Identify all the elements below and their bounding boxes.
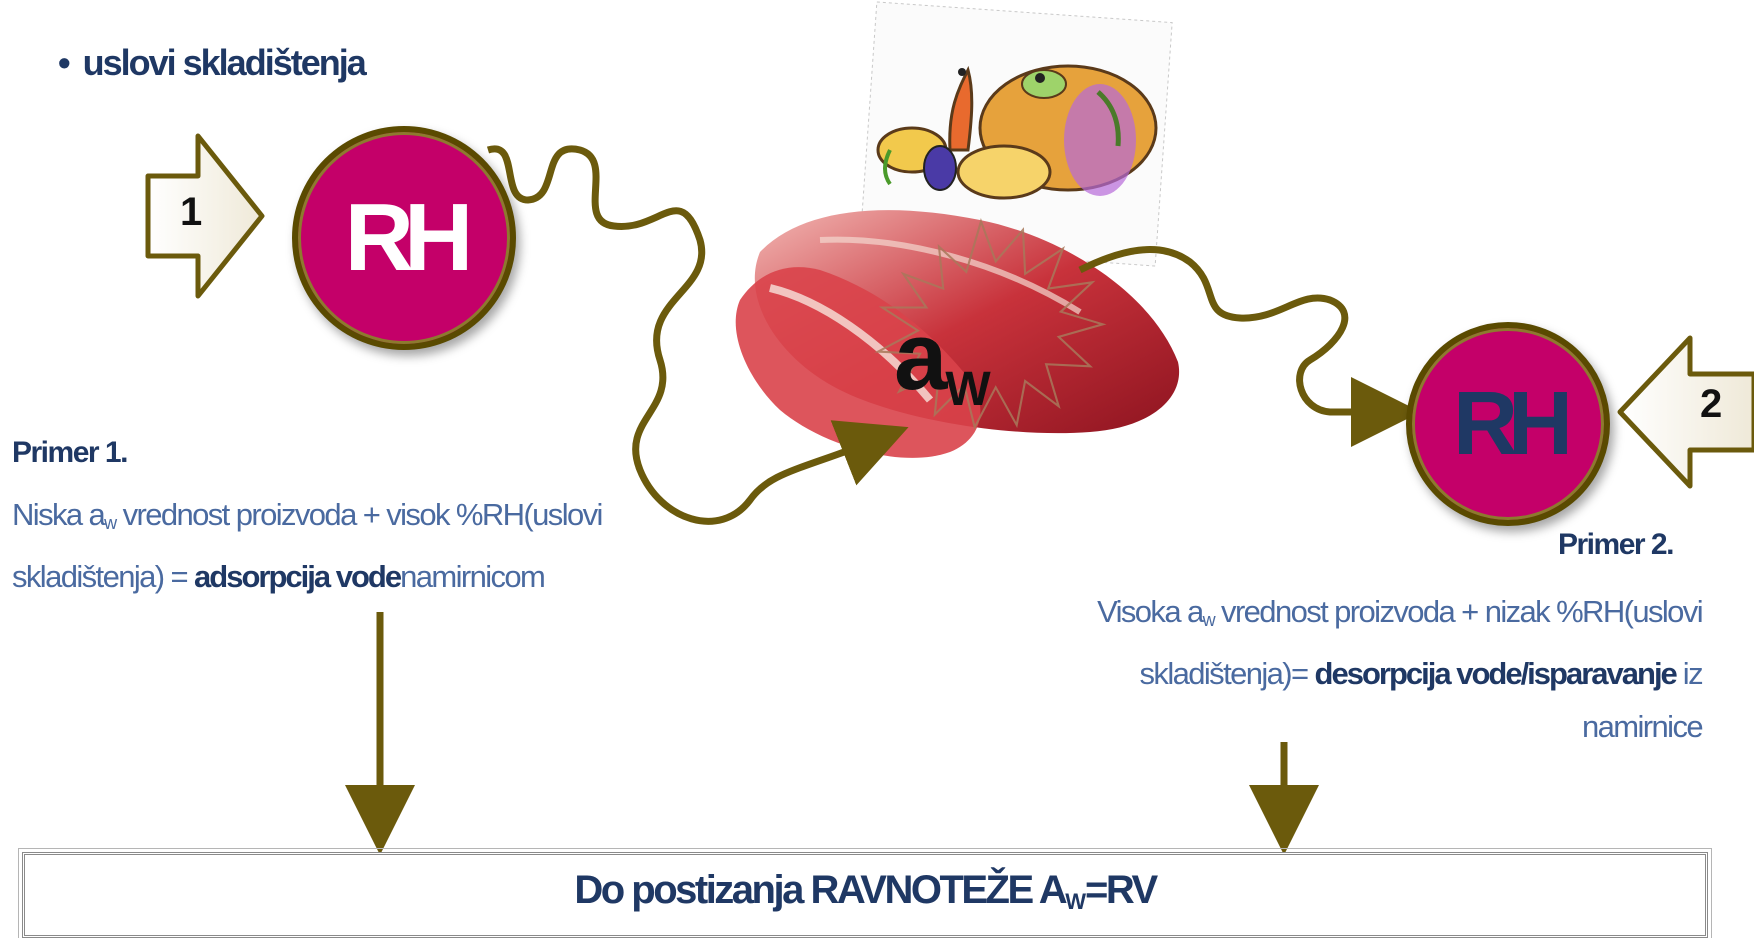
- ex1-line1-post: vrednost proizvoda + visok %RH(uslovi: [116, 497, 602, 532]
- ex2-line2-pre: skladištenja)=: [1140, 656, 1315, 691]
- arrow-left-shape: [1620, 338, 1754, 486]
- ex1-line1-pre: Niska a: [12, 497, 104, 532]
- result-text: Do postizanja RAVNOTEŽE AW=RV: [22, 868, 1708, 915]
- ex1-line2-pre: skladištenja) =: [12, 559, 194, 594]
- example-1-text: Niska aw vrednost proizvoda + visok %RH(…: [12, 488, 732, 603]
- example-2-heading: Primer 2.: [1558, 528, 1673, 562]
- bullet-mark: •: [58, 42, 69, 83]
- ex2-line3: namirnice: [1582, 709, 1702, 744]
- result-sub: W: [1065, 889, 1085, 914]
- page-title: • uslovi skladištenja: [58, 42, 365, 84]
- arrow-number-1: 1: [180, 190, 202, 235]
- result-pre: Do postizanja RAVNOTEŽE A: [574, 868, 1065, 912]
- ex2-line1-post: vrednost proizvoda + nizak %RH(uslovi: [1214, 594, 1702, 629]
- aw-main: a: [894, 303, 945, 410]
- ex1-line2-bold: adsorpcija vode: [194, 559, 400, 594]
- ex1-line2-post: namirnicom: [400, 559, 544, 594]
- ex2-line2-bold: desorpcija vode/isparavanje: [1315, 656, 1676, 691]
- title-text: uslovi skladištenja: [83, 42, 365, 83]
- example-1-heading: Primer 1.: [12, 436, 127, 470]
- ex2-line1-sub: w: [1203, 610, 1214, 630]
- aw-label: aW: [894, 302, 989, 417]
- ex1-line1-sub: w: [104, 513, 115, 533]
- rh-circle-left: RH: [292, 126, 516, 350]
- rh-circle-right: RH: [1406, 322, 1610, 526]
- arrow-number-2: 2: [1700, 382, 1722, 427]
- aw-subscript: W: [945, 363, 988, 416]
- arrow-right-shape: [148, 136, 262, 296]
- ex2-line1-pre: Visoka a: [1097, 594, 1203, 629]
- ex2-line2-post: iz: [1676, 656, 1702, 691]
- example-2-text: Visoka aw vrednost proizvoda + nizak %RH…: [940, 585, 1702, 753]
- result-post: =RV: [1085, 868, 1156, 912]
